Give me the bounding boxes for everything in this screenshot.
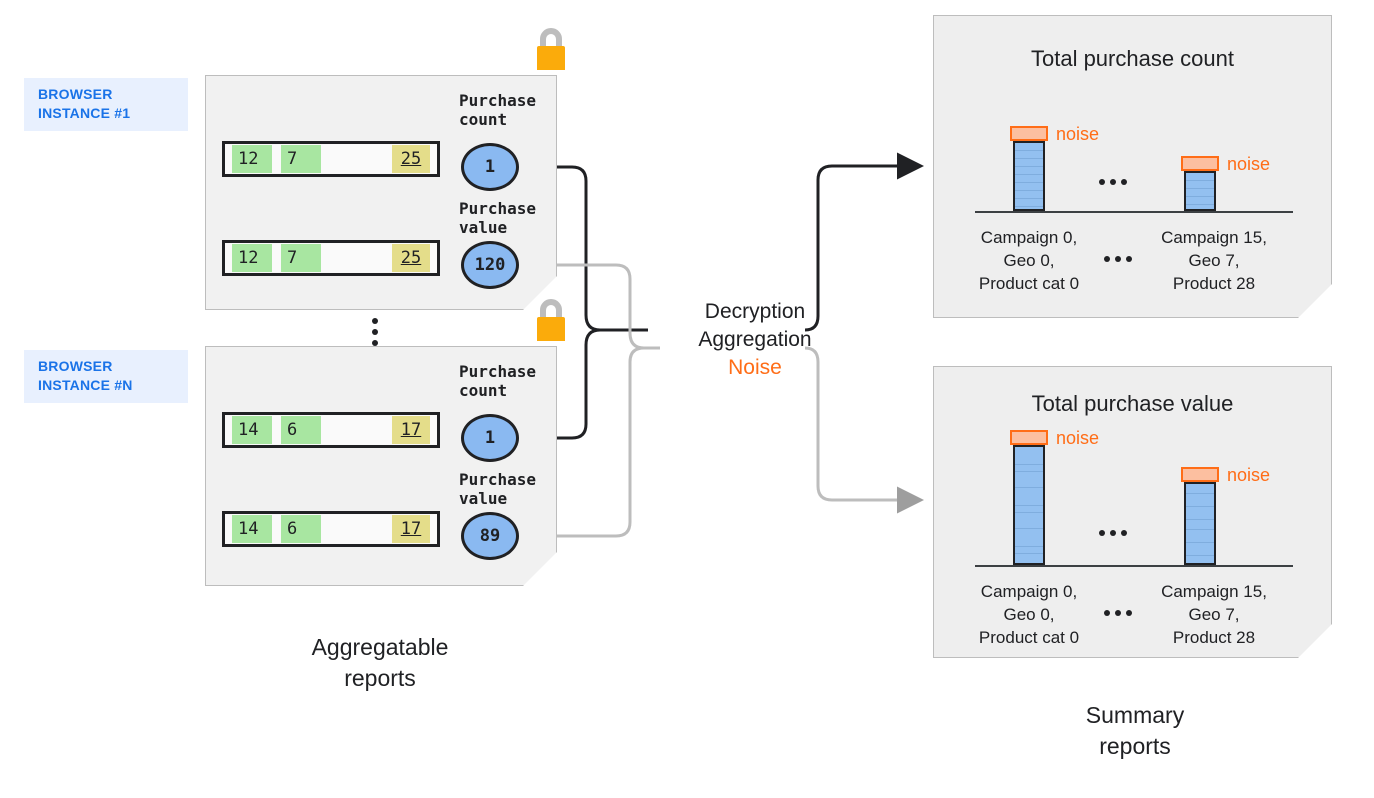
padlock-icon	[531, 25, 571, 77]
report-row: 14 6 17	[222, 412, 440, 448]
category-label-2: Campaign 15, Geo 7, Product 28	[1129, 580, 1299, 649]
metric-label-purchase-value: Purchase value	[459, 470, 537, 508]
caption-aggregatable-reports: Aggregatable reports	[311, 634, 449, 691]
report-cell-value: 25	[392, 145, 430, 173]
category-label-1: Campaign 0, Geo 0, Product cat 0	[954, 226, 1104, 295]
purchase-value-bubble: 89	[461, 512, 519, 560]
metric-label-purchase-value: Purchase value	[459, 199, 537, 237]
noise-label-bar-1: noise	[1056, 124, 1100, 144]
report-cell-key-2: 6	[281, 416, 321, 444]
browser-instance-1-tag: BROWSER INSTANCE #1	[24, 78, 188, 131]
report-row: 12 7 25	[222, 141, 440, 177]
summary-panel-value: Total purchase value noise noise Campaig…	[933, 366, 1332, 658]
report-cell-key-1: 12	[232, 244, 272, 272]
category-line: Campaign 0,	[980, 582, 1078, 601]
category-line: Geo 0,	[1003, 251, 1055, 270]
pipeline-decryption: Decryption	[704, 300, 806, 323]
chart-gap-ellipsis	[1099, 179, 1127, 185]
category-line: Geo 7,	[1188, 605, 1240, 624]
pipeline-aggregation: Aggregation	[698, 328, 812, 351]
noise-cap-bar-1	[1010, 126, 1048, 141]
noise-cap-bar-2	[1181, 467, 1219, 482]
chart-axis-count	[975, 211, 1293, 213]
report-cell-value: 25	[392, 244, 430, 272]
report-cell-key-1: 14	[232, 515, 272, 543]
noise-label-bar-1: noise	[1056, 428, 1100, 448]
noise-label-bar-2: noise	[1227, 465, 1271, 485]
category-line: Product 28	[1172, 274, 1256, 293]
vertical-ellipsis	[372, 318, 378, 346]
category-gap-ellipsis	[1104, 610, 1132, 616]
category-line: Geo 0,	[1003, 605, 1055, 624]
chart-gap-ellipsis	[1099, 530, 1127, 536]
noise-cap-bar-1	[1010, 430, 1048, 445]
noise-label-bar-2: noise	[1227, 154, 1271, 174]
chart-title-value: Total purchase value	[1031, 391, 1234, 416]
category-label-2: Campaign 15, Geo 7, Product 28	[1129, 226, 1299, 295]
metric-label-purchase-count: Purchase count	[459, 362, 537, 400]
category-line: Geo 7,	[1188, 251, 1240, 270]
report-cell-key-2: 6	[281, 515, 321, 543]
report-cell-key-1: 14	[232, 416, 272, 444]
category-gap-ellipsis	[1104, 256, 1132, 262]
bar-value-campaign-0	[1013, 445, 1045, 565]
pipeline-label: Decryption Aggregation Noise	[650, 298, 860, 382]
purchase-count-bubble: 1	[461, 143, 519, 191]
bar-count-campaign-15	[1184, 171, 1216, 211]
bar-count-campaign-0	[1013, 141, 1045, 211]
chart-title-count: Total purchase count	[1030, 46, 1235, 71]
noise-cap-bar-2	[1181, 156, 1219, 171]
summary-panel-count: Total purchase count noise noise Campaig…	[933, 15, 1332, 318]
purchase-value-bubble: 120	[461, 241, 519, 289]
report-row: 14 6 17	[222, 511, 440, 547]
caption-summary-reports: Summary reports	[1085, 702, 1185, 759]
bar-value-campaign-15	[1184, 482, 1216, 565]
category-line: Campaign 0,	[980, 228, 1078, 247]
chart-axis-value	[975, 565, 1293, 567]
purchase-count-bubble: 1	[461, 414, 519, 462]
report-cell-key-2: 7	[281, 244, 321, 272]
padlock-icon	[531, 296, 571, 348]
category-label-1: Campaign 0, Geo 0, Product cat 0	[954, 580, 1104, 649]
report-cell-key-2: 7	[281, 145, 321, 173]
report-cell-value: 17	[392, 416, 430, 444]
report-row: 12 7 25	[222, 240, 440, 276]
pipeline-noise: Noise	[728, 356, 782, 379]
metric-label-purchase-count: Purchase count	[459, 91, 537, 129]
category-line: Product 28	[1172, 628, 1256, 647]
category-line: Campaign 15,	[1161, 228, 1267, 247]
category-line: Campaign 15,	[1161, 582, 1267, 601]
report-cell-key-1: 12	[232, 145, 272, 173]
report-cell-value: 17	[392, 515, 430, 543]
category-line: Product cat 0	[978, 628, 1080, 647]
category-line: Product cat 0	[978, 274, 1080, 293]
browser-instance-n-tag: BROWSER INSTANCE #N	[24, 350, 188, 403]
